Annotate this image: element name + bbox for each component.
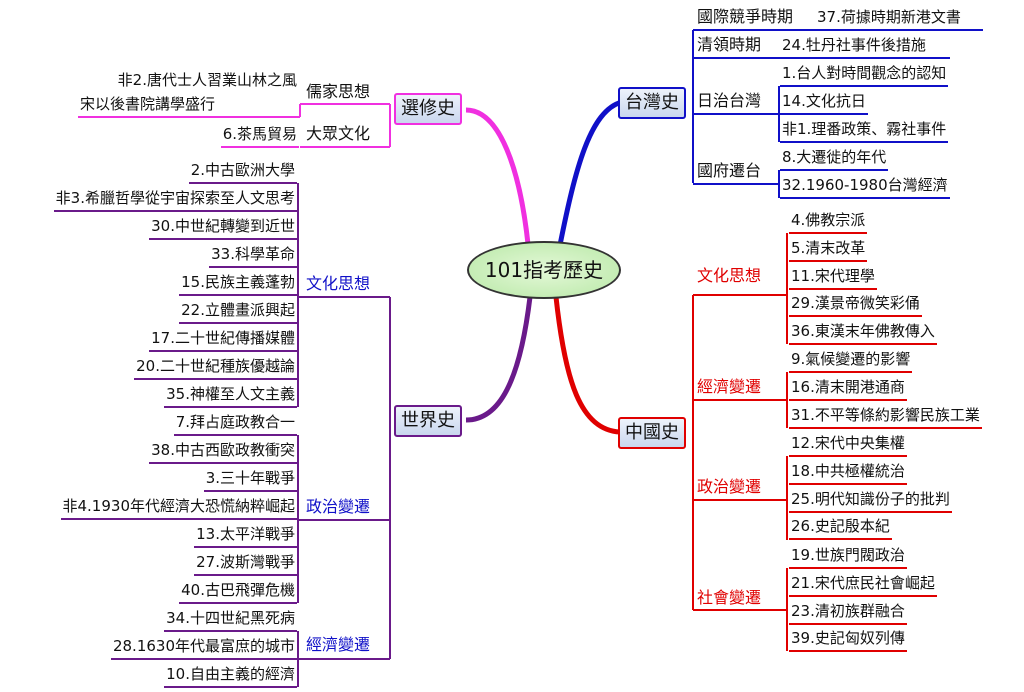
leaf-item[interactable]: 16.清末開港通商	[789, 375, 907, 401]
leaf-item[interactable]: 17.二十世紀傳播媒體	[149, 326, 297, 352]
leaf-item[interactable]: 宋以後書院講學盛行	[80, 95, 216, 113]
leaf-item[interactable]: 4.佛教宗派	[789, 208, 868, 234]
leaf-item[interactable]: 35.神權至人文主義	[164, 382, 297, 408]
leaf-underline	[78, 116, 300, 118]
leaf-item[interactable]: 10.自由主義的經濟	[164, 662, 297, 688]
category-label[interactable]: 經濟變遷	[697, 377, 762, 396]
leaf-item[interactable]: 18.中共極權統治	[789, 459, 907, 485]
category-label[interactable]: 國際競爭時期	[697, 7, 794, 26]
branch-taiwan	[557, 99, 623, 246]
category-label[interactable]: 國府遷台	[697, 161, 762, 180]
topic-world-history[interactable]: 世界史	[394, 405, 462, 437]
leaf-item[interactable]: 31.不平等條約影響民族工業	[789, 403, 982, 429]
leaf-item[interactable]: 29.漢景帝微笑彩俑	[789, 291, 922, 318]
topic-taiwan-history[interactable]: 台灣史	[618, 87, 686, 119]
leaf-item[interactable]: 12.宋代中央集權	[789, 431, 907, 457]
topic-china-history[interactable]: 中國史	[618, 417, 686, 449]
leaf-item[interactable]: 非1.理番政策、霧社事件	[780, 117, 949, 143]
leaf-item[interactable]: 1.台人對時間觀念的認知	[780, 61, 949, 87]
leaf-item[interactable]: 40.古巴飛彈危機	[179, 578, 297, 604]
leaf-item[interactable]: 19.世族門閥政治	[789, 543, 907, 569]
leaf-item[interactable]: 14.文化抗日	[780, 89, 868, 115]
central-topic[interactable]: 101指考歷史	[467, 241, 621, 299]
category-label[interactable]: 文化思想	[306, 274, 371, 293]
leaf-item[interactable]: 11.宋代理學	[789, 264, 877, 290]
leaf-item[interactable]: 5.清末改革	[789, 236, 868, 262]
leaf-item[interactable]: 26.史記殷本紀	[789, 514, 892, 541]
branch-china	[553, 296, 621, 435]
leaf-item[interactable]: 3.三十年戰爭	[203, 466, 297, 492]
category-label[interactable]: 清領時期	[697, 35, 762, 54]
leaf-item[interactable]: 27.波斯灣戰爭	[194, 550, 297, 576]
leaf-item[interactable]: 37.荷據時期新港文書	[815, 5, 963, 31]
leaf-item[interactable]: 9.氣候變遷的影響	[789, 347, 913, 373]
leaf-item[interactable]: 2.中古歐洲大學	[188, 158, 297, 184]
leaf-item[interactable]: 非2.唐代士人習業山林之風	[117, 71, 297, 89]
leaf-item[interactable]: 25.明代知識份子的批判	[789, 487, 952, 513]
category-label[interactable]: 儒家思想	[306, 82, 371, 101]
category-label[interactable]: 大眾文化	[306, 124, 371, 143]
leaf-item[interactable]: 34.十四世紀黑死病	[164, 606, 297, 632]
leaf-item[interactable]: 22.立體畫派興起	[179, 298, 297, 324]
leaf-item[interactable]: 36.東漢末年佛教傳入	[789, 319, 937, 346]
leaf-item[interactable]: 15.民族主義蓬勃	[179, 270, 297, 296]
leaf-item[interactable]: 21.宋代庶民社會崛起	[789, 571, 937, 597]
leaf-item[interactable]: 7.拜占庭政教合一	[173, 410, 297, 436]
category-label[interactable]: 政治變遷	[697, 477, 762, 496]
leaf-item[interactable]: 8.大遷徙的年代	[780, 145, 889, 171]
leaf-item[interactable]: 33.科學革命	[209, 242, 297, 268]
leaf-item[interactable]: 13.太平洋戰爭	[194, 522, 297, 548]
leaf-item[interactable]: 23.清初族群融合	[789, 599, 907, 625]
category-label[interactable]: 政治變遷	[306, 497, 371, 516]
leaf-item[interactable]: 28.1630年代最富庶的城市	[110, 634, 297, 660]
leaf-item[interactable]: 20.二十世紀種族優越論	[134, 354, 297, 380]
category-label[interactable]: 經濟變遷	[306, 635, 371, 654]
leaf-item[interactable]: 非4.1930年代經濟大恐慌納粹崛起	[60, 494, 297, 520]
category-label[interactable]: 日治台灣	[697, 91, 762, 110]
leaf-item[interactable]: 24.牡丹社事件後措施	[780, 33, 928, 59]
category-label[interactable]: 文化思想	[697, 266, 762, 285]
topic-elective-history[interactable]: 選修史	[394, 93, 462, 125]
leaf-item[interactable]: 30.中世紀轉變到近世	[149, 214, 297, 240]
leaf-item[interactable]: 非3.希臘哲學從宇宙探索至人文思考	[53, 186, 297, 212]
leaf-item[interactable]: 38.中古西歐政教衝突	[149, 438, 297, 464]
branch-world	[465, 296, 533, 423]
branch-elective	[465, 107, 531, 245]
leaf-item[interactable]: 39.史記匈奴列傳	[789, 626, 907, 653]
leaf-item[interactable]: 32.1960-1980台灣經濟	[780, 173, 950, 199]
leaf-item[interactable]: 6.茶馬貿易	[220, 122, 299, 148]
category-label[interactable]: 社會變遷	[697, 588, 762, 607]
